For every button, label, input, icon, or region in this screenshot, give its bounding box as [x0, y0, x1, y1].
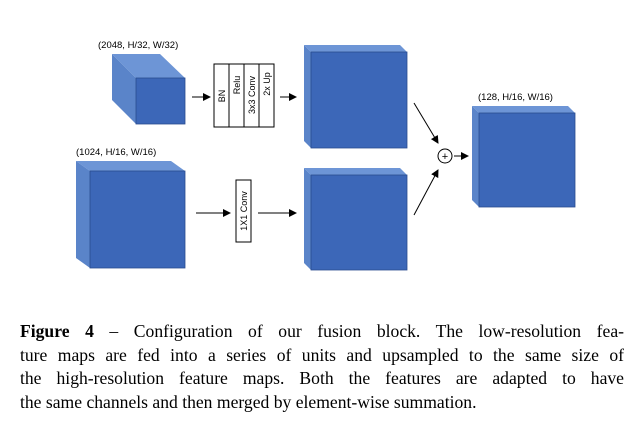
arrow-upsampled-to-sum	[413, 102, 439, 144]
unit-1x1-conv-label: 1X1 Conv	[239, 191, 249, 231]
caption-line-1: Figure 4 – Configuration of our fusion b…	[20, 320, 624, 344]
caption-line-2: ture maps are fed into a series of units…	[20, 344, 624, 365]
arrow-adapted-to-sum	[413, 169, 439, 216]
low-res-dimension-label: (2048, H/32, W/32)	[98, 40, 178, 51]
caption-line-3: the high-resolution feature maps. Both t…	[20, 368, 624, 388]
bottom-unit: 1X1 Conv	[235, 179, 252, 243]
caption-line-1-text: – Configuration of our fusion block. The…	[93, 321, 624, 341]
upsampled-feature-cube	[304, 45, 408, 149]
figure-caption: Figure 4 – Configuration of our fusion b…	[20, 320, 624, 414]
figure-label: Figure 4	[20, 321, 94, 341]
output-dimension-label: (128, H/16, W/16)	[478, 92, 553, 103]
output-feature-cube	[472, 106, 576, 208]
unit-bn-label: BN	[217, 90, 227, 103]
fusion-block-diagram: (2048, H/32, W/32) (1024, H/16, W/16) BN…	[76, 40, 576, 271]
adapted-feature-cube	[304, 168, 408, 271]
unit-relu-label: Relu	[232, 76, 242, 95]
unit-2x-up-label: 2x Up	[262, 72, 272, 96]
high-res-dimension-label: (1024, H/16, W/16)	[76, 147, 156, 158]
high-res-feature-cube	[76, 161, 186, 269]
element-wise-sum-node: +	[437, 148, 453, 164]
unit-3x3-conv-label: 3x3 Conv	[247, 75, 257, 114]
low-res-feature-cube	[112, 54, 186, 125]
top-unit-stack: BN Relu 3x3 Conv 2x Up	[213, 63, 275, 128]
sum-symbol: +	[442, 151, 448, 163]
caption-line-4: the same channels and then merged by ele…	[20, 391, 477, 412]
